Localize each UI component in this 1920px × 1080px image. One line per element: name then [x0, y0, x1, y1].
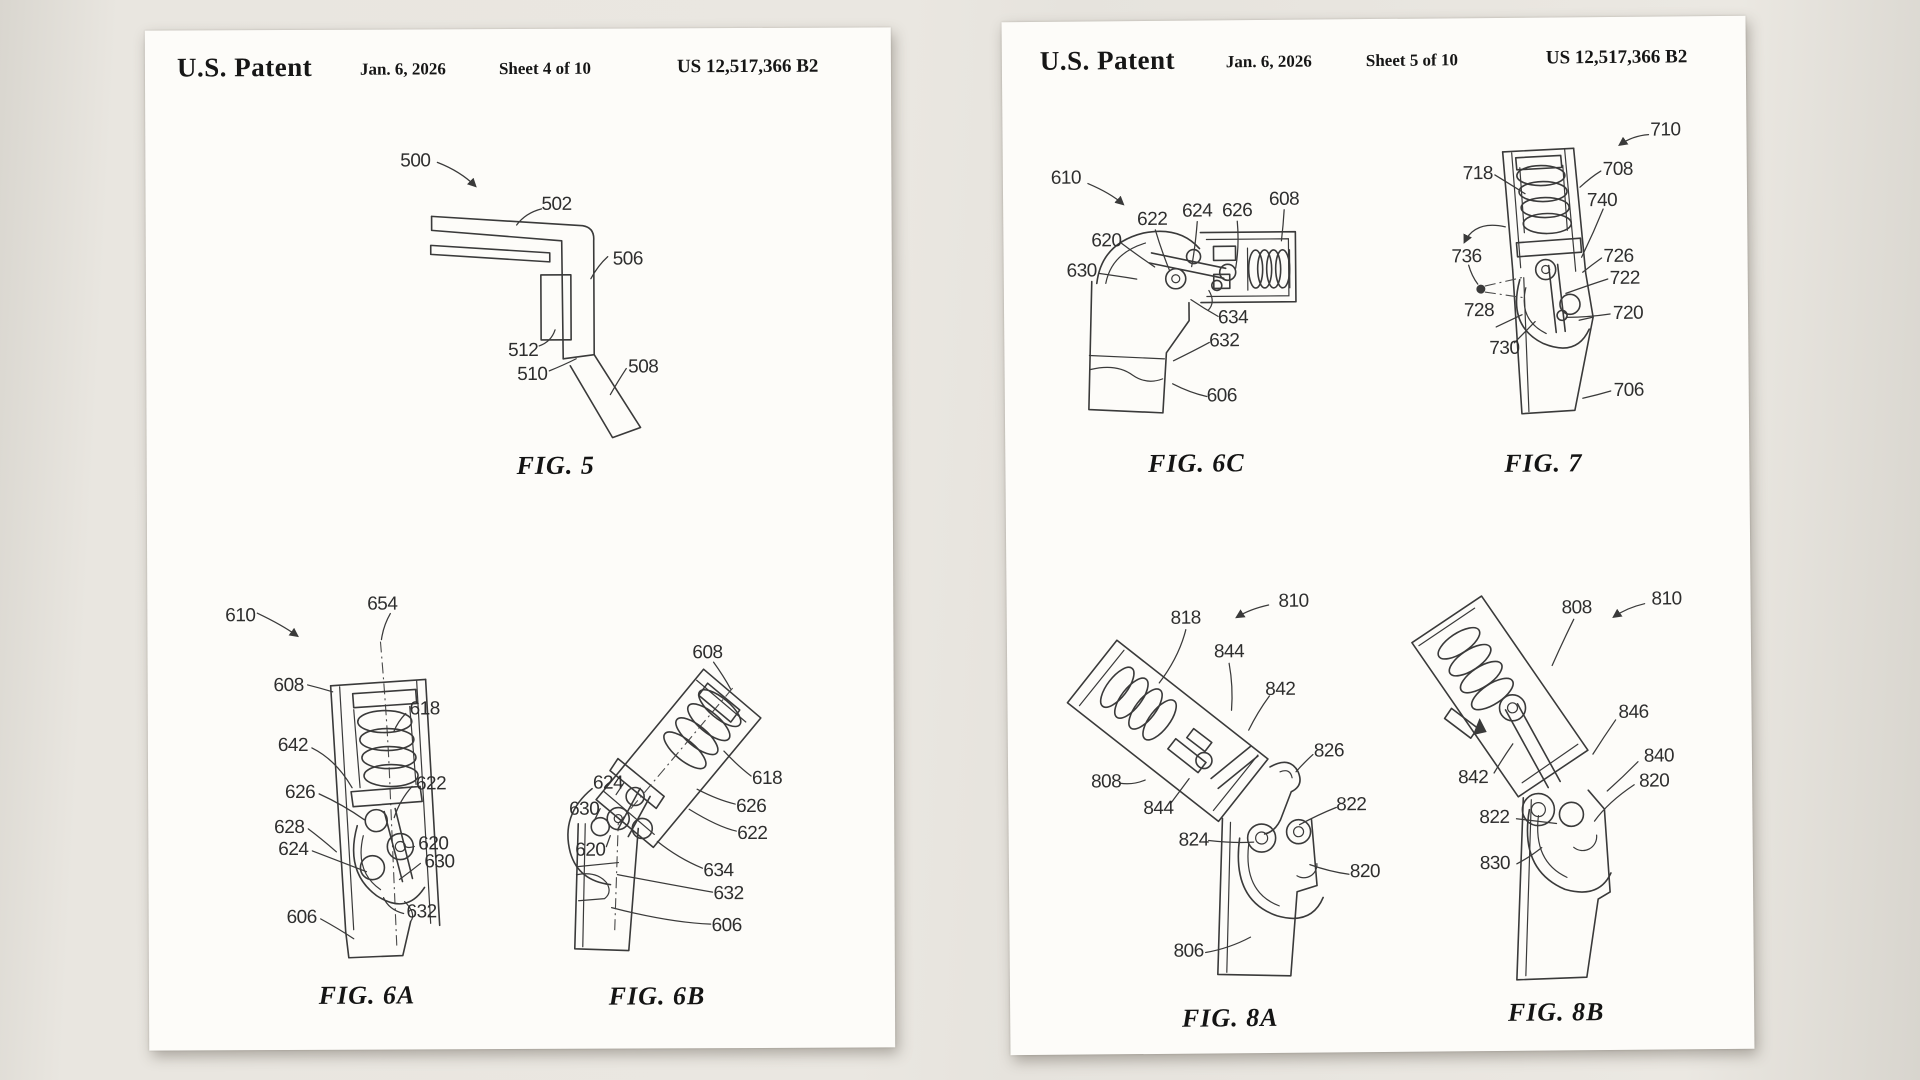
ref-722: 722 [1609, 267, 1640, 289]
ref-708: 708 [1602, 158, 1634, 181]
ref-620: 620 [575, 839, 606, 861]
fig6a-drawing [256, 612, 441, 959]
ref-654: 654 [367, 593, 398, 615]
ref-806: 806 [1173, 940, 1204, 962]
ref-626: 626 [284, 781, 316, 804]
ref-634: 634 [703, 860, 734, 882]
ref-826: 826 [1313, 740, 1345, 762]
ref-840: 840 [1643, 745, 1675, 767]
ref-736: 736 [1451, 246, 1482, 268]
ref-506: 506 [612, 248, 643, 270]
ref-820: 820 [1638, 770, 1670, 792]
ref-818: 818 [1170, 607, 1201, 629]
fig6a-caption: FIG. 6A [318, 980, 416, 1010]
fig8b-drawing [1411, 595, 1646, 981]
ref-810: 810 [1278, 590, 1309, 612]
ref-720: 720 [1612, 302, 1644, 324]
ref-606: 606 [286, 906, 317, 929]
ref-618: 618 [409, 698, 440, 720]
ref-618: 618 [751, 767, 783, 789]
ref-606: 606 [1206, 385, 1237, 407]
fig5-caption: FIG. 5 [516, 450, 595, 481]
ref-842: 842 [1265, 678, 1296, 700]
ref-630: 630 [569, 798, 600, 820]
ref-718: 718 [1462, 162, 1494, 185]
fig6b-caption: FIG. 6B [608, 981, 706, 1011]
ref-620: 620 [1091, 230, 1122, 252]
fig8a-drawing [1066, 604, 1350, 977]
ref-608: 608 [273, 674, 304, 697]
ref-634: 634 [1217, 307, 1249, 329]
ref-842: 842 [1457, 767, 1489, 789]
fig8b-caption: FIG. 8B [1507, 997, 1605, 1027]
ref-510: 510 [517, 363, 548, 386]
ref-622: 622 [737, 822, 768, 845]
ref-740: 740 [1586, 189, 1618, 212]
ref-610: 610 [225, 605, 256, 627]
ref-610: 610 [1050, 167, 1082, 189]
fig8a-caption: FIG. 8A [1181, 1002, 1279, 1033]
ref-726: 726 [1603, 245, 1634, 268]
ref-808: 808 [1561, 597, 1592, 619]
ref-632: 632 [406, 901, 437, 923]
ref-710: 710 [1650, 119, 1681, 141]
ref-630: 630 [424, 851, 455, 873]
ref-846: 846 [1618, 701, 1649, 723]
ref-642: 642 [277, 734, 309, 757]
ref-512: 512 [508, 339, 539, 362]
ref-632: 632 [713, 883, 744, 905]
patent-page-sheet-5: U.S. Patent Jan. 6, 2026 Sheet 5 of 10 U… [1001, 15, 1755, 1056]
ref-622: 622 [1137, 208, 1168, 231]
ref-822: 822 [1479, 806, 1510, 829]
ref-624: 624 [278, 838, 309, 861]
fig6b-drawing [567, 661, 762, 952]
ref-626: 626 [1221, 200, 1253, 222]
ref-844: 844 [1213, 641, 1245, 663]
ref-606: 606 [711, 915, 742, 937]
ref-632: 632 [1209, 330, 1240, 352]
ref-624: 624 [1181, 200, 1213, 222]
ref-824: 824 [1178, 829, 1209, 851]
ref-624: 624 [592, 772, 624, 794]
ref-808: 808 [1090, 771, 1122, 793]
ref-628: 628 [274, 816, 305, 839]
fig7-caption: FIG. 7 [1504, 448, 1583, 478]
fig7-drawing [1463, 133, 1650, 415]
fig6c-caption: FIG. 6C [1147, 448, 1245, 479]
ref-844: 844 [1143, 797, 1174, 820]
sheet-5-drawings [1066, 133, 1650, 981]
ref-820: 820 [1349, 860, 1381, 883]
ref-502: 502 [541, 193, 572, 215]
ref-500: 500 [400, 150, 431, 172]
ref-622: 622 [415, 773, 447, 795]
ref-508: 508 [628, 356, 659, 378]
patent-page-sheet-4: U.S. Patent Jan. 6, 2026 Sheet 4 of 10 U… [144, 27, 896, 1051]
ref-830: 830 [1479, 852, 1511, 875]
ref-608: 608 [1268, 188, 1300, 210]
ref-730: 730 [1489, 337, 1520, 360]
ref-608: 608 [692, 642, 723, 664]
fig5-drawing [429, 161, 642, 439]
ref-810: 810 [1651, 588, 1682, 610]
ref-630: 630 [1066, 260, 1097, 282]
ref-626: 626 [736, 795, 767, 818]
ref-728: 728 [1463, 299, 1495, 322]
fig6c-drawing [1087, 182, 1297, 414]
ref-706: 706 [1613, 379, 1644, 401]
sheet-4-drawings [256, 161, 762, 959]
ref-822: 822 [1336, 794, 1367, 816]
